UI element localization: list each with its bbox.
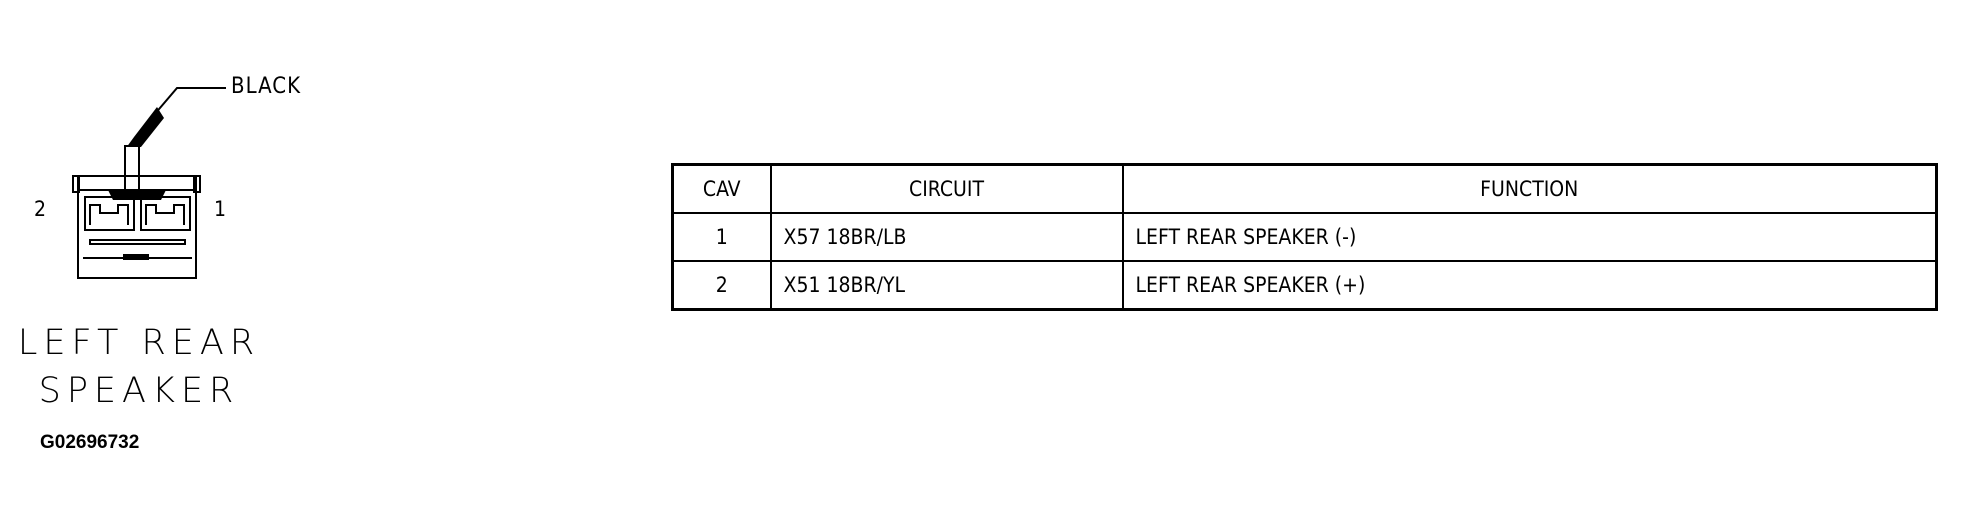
connector-body	[72, 175, 201, 279]
pinout-table: CAV CIRCUIT FUNCTION 1 X57 18BR/LB LEFT …	[671, 163, 1938, 311]
table-header-row: CAV CIRCUIT FUNCTION	[671, 163, 1938, 214]
pin-number-1: 1	[214, 197, 227, 221]
cell-circuit: X51 18BR/YL	[769, 260, 1124, 311]
wire-arrowhead	[126, 107, 164, 148]
cell-circuit: X57 18BR/LB	[769, 212, 1124, 262]
figure-id: G02696732	[40, 432, 140, 453]
connector-name-line2: SPEAKER	[38, 371, 240, 411]
table-row: 1 X57 18BR/LB LEFT REAR SPEAKER (-)	[671, 212, 1938, 262]
table-row: 2 X51 18BR/YL LEFT REAR SPEAKER (+)	[671, 260, 1938, 311]
latch-bar	[108, 190, 166, 200]
wire-stub	[124, 145, 140, 193]
wire-color-label: BLACK	[231, 74, 302, 99]
header-cav: CAV	[671, 163, 772, 214]
pin-number-2: 2	[34, 197, 47, 221]
header-function: FUNCTION	[1121, 163, 1938, 214]
cell-cav: 2	[671, 260, 772, 311]
cell-function: LEFT REAR SPEAKER (+)	[1121, 260, 1938, 311]
header-circuit: CIRCUIT	[769, 163, 1124, 214]
cell-cav: 1	[671, 212, 772, 262]
connector-name-line1: LEFT REAR	[17, 323, 261, 363]
cell-function: LEFT REAR SPEAKER (-)	[1121, 212, 1938, 262]
